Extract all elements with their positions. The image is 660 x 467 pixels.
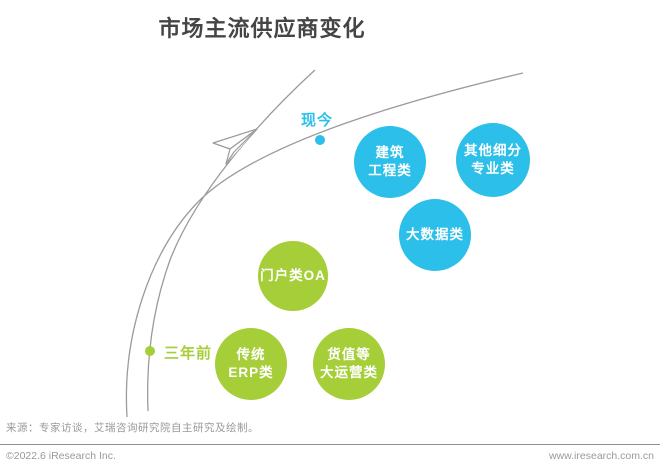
source-note: 来源：专家访谈，艾瑞咨询研究院自主研究及绘制。 [6, 422, 259, 434]
bubble-portal-oa: 门户类OA [258, 241, 328, 311]
bubble-cargo-value-operations: 货值等 大运营类 [313, 328, 385, 400]
outer-growth-curve [125, 72, 524, 418]
website-url: www.iresearch.com.cn [548, 450, 654, 462]
bubble-construction-engineering: 建筑 工程类 [354, 126, 426, 198]
bubble-label-line: 货值等 [327, 347, 371, 362]
bubble-label-line: 门户类OA [260, 268, 326, 283]
now-label: 现今 [301, 112, 334, 129]
bubble-label-line: 大数据类 [406, 227, 464, 242]
bubble-label-line: 其他细分 [464, 143, 522, 158]
bubble-label-line: 大运营类 [320, 365, 378, 380]
now-point-dot [315, 135, 325, 145]
copyright-text: ©2022.6 iResearch Inc. [6, 450, 116, 462]
bubble-label-line: 传统 [236, 347, 266, 362]
bubble-label-line: 专业类 [471, 161, 515, 176]
bubble-big-data: 大数据类 [399, 199, 471, 271]
inner-growth-curve [147, 69, 316, 412]
bubble-label-line: 工程类 [368, 163, 412, 178]
paper-plane-icon [212, 128, 258, 165]
bubble-label-line: ERP类 [228, 365, 274, 380]
footer-divider [0, 444, 660, 445]
bubble-label-line: 建筑 [375, 145, 405, 160]
bubble-other-niche-specialty: 其他细分 专业类 [456, 123, 530, 197]
page-title: 市场主流供应商变化 [158, 16, 366, 41]
bubble-traditional-erp: 传统 ERP类 [215, 328, 287, 400]
three-years-ago-point-dot [145, 346, 155, 356]
three-years-ago-label: 三年前 [164, 345, 213, 362]
